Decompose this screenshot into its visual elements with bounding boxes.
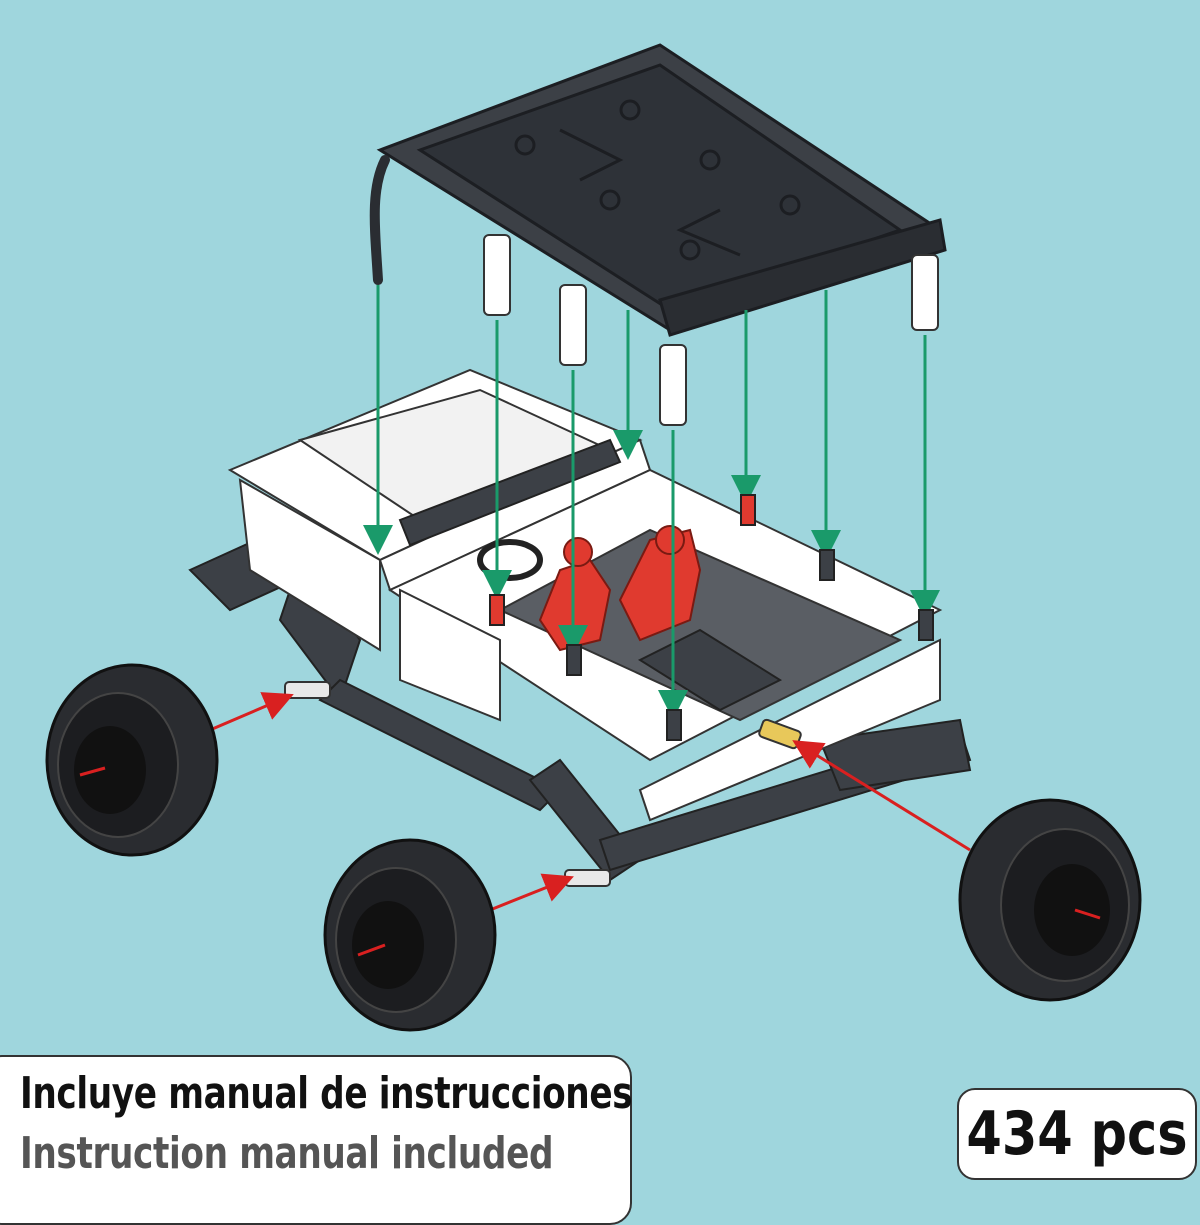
roof-panel: [376, 43, 947, 337]
caption-spanish: Incluye manual de instrucciones: [20, 1068, 633, 1119]
roof-hose: [369, 155, 390, 285]
wheel-arrows: [209, 692, 971, 912]
roof-pins: [483, 234, 939, 426]
suspension-frame: [188, 518, 972, 882]
axles: [284, 681, 802, 887]
pegs: [489, 494, 934, 741]
wheel-front-left: [45, 663, 219, 857]
piece-count-badge: [957, 1088, 1197, 1180]
caption-panel: [0, 1055, 632, 1225]
wheel-front-right: [323, 838, 497, 1032]
assembly-illustration: [45, 43, 1142, 1032]
caption-english: Instruction manual included: [20, 1128, 554, 1179]
dark-beams: [398, 438, 783, 712]
wheel-rear-right: [958, 798, 1142, 1002]
piece-count-label: 434 pcs: [966, 1099, 1188, 1169]
seats: [538, 525, 702, 652]
guide-arrows: [363, 285, 940, 720]
